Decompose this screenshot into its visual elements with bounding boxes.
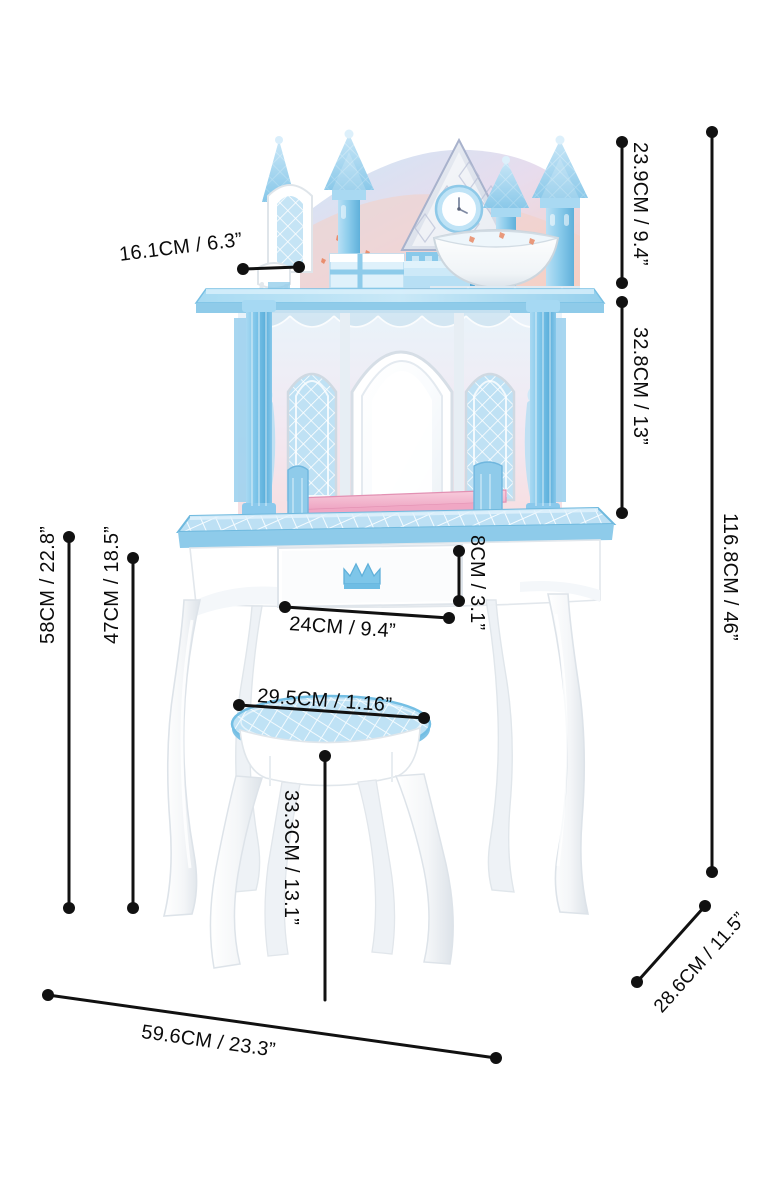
dimension-label-drawer-height: 8CM / 3.1” bbox=[466, 535, 488, 631]
dimension-label-castle-top-height: 23.9CM / 9.4” bbox=[629, 142, 651, 266]
dimension-label-overall-height: 116.8CM / 46” bbox=[719, 513, 741, 641]
dimension-endpoint-dots bbox=[42, 126, 718, 1064]
dimline-drawer-width bbox=[283, 605, 451, 620]
dimension-label-mirror-hutch-height: 32.8CM / 13” bbox=[629, 327, 651, 446]
dimline-overall-depth bbox=[635, 904, 707, 984]
dimension-label-clearance-height: 47CM / 18.5” bbox=[101, 525, 123, 644]
dimline-stool-seat-width bbox=[237, 703, 426, 720]
dimline-accessory-width bbox=[241, 265, 301, 271]
dimension-label-table-top-height: 58CM / 22.8” bbox=[37, 525, 59, 644]
dimline-overall-width bbox=[46, 993, 498, 1060]
dimension-label-stool-height: 33.3CM / 13.1” bbox=[280, 790, 302, 926]
